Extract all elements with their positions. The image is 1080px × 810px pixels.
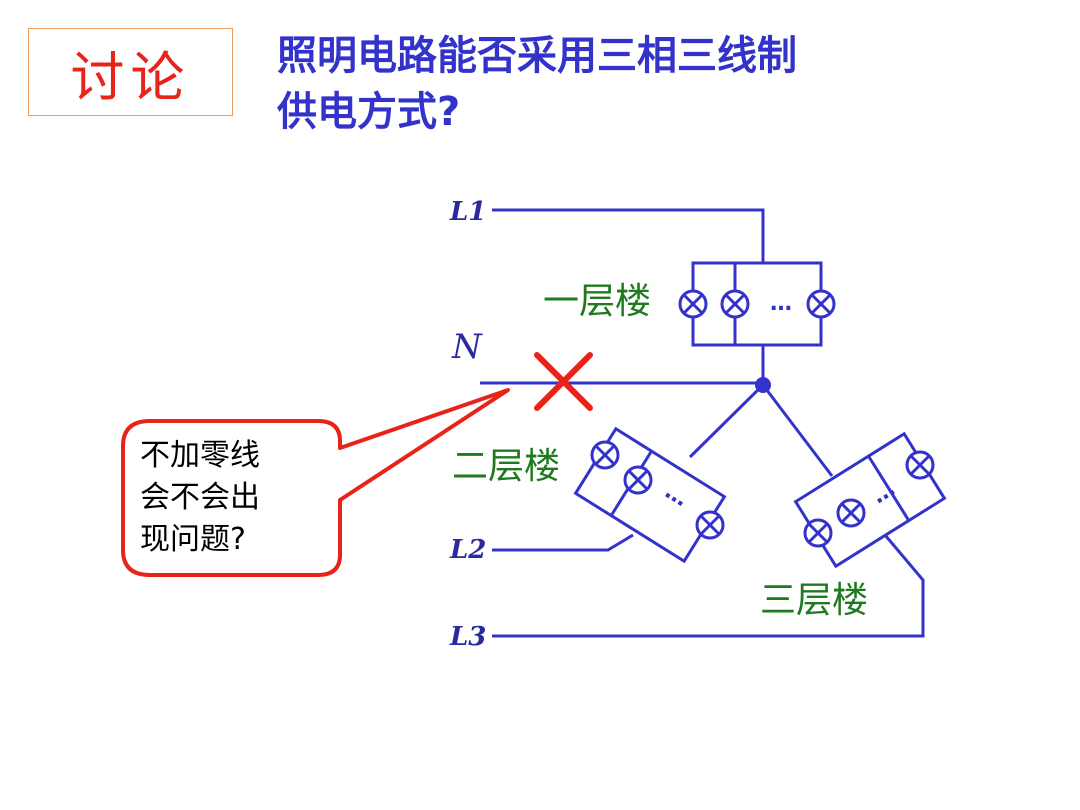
wire-to-floor2: [688, 383, 765, 459]
lamp-icon: [695, 510, 725, 540]
label-l1: L1: [449, 197, 486, 227]
lamp-icon: [720, 289, 750, 319]
lamp-icon: [623, 465, 653, 495]
question-line-1: 照明电路能否采用三相三线制: [277, 33, 797, 79]
label-n: N: [451, 327, 483, 367]
floor3-label: 三层楼: [760, 580, 868, 621]
cross-icon: [534, 352, 593, 411]
wire-l3: [492, 534, 925, 638]
lamp-icon: [836, 498, 866, 528]
floor3-ellipsis: …: [868, 476, 900, 509]
lamp-icon: [806, 289, 836, 319]
callout-line-2: 会不会出: [140, 480, 260, 515]
wire-l1: [492, 208, 765, 263]
floor1-ellipsis: …: [770, 291, 792, 316]
lamp-icon: [803, 518, 833, 548]
question-line-2: 供电方式?: [277, 89, 461, 135]
label-l3: L3: [449, 622, 486, 652]
callout-line-1: 不加零线: [140, 438, 260, 473]
wire-to-floor3: [761, 384, 834, 477]
callout-line-3: 现问题?: [140, 522, 246, 557]
neutral-junction: [755, 377, 771, 393]
lamp-icon: [590, 440, 620, 470]
label-l2: L2: [449, 535, 486, 565]
discussion-tag: 讨论: [28, 28, 233, 116]
floor2-ellipsis: …: [660, 479, 692, 512]
lamp-icon: [905, 450, 935, 480]
floor1-label: 一层楼: [543, 281, 651, 322]
floor1-lamp-group: [691, 261, 823, 347]
lamp-icon: [678, 289, 708, 319]
callout-bubble: [121, 388, 510, 577]
page-title: 照明电路能否采用三相三线制 供电方式?: [277, 28, 937, 140]
floor2-label: 二层楼: [452, 446, 560, 487]
wire-l2: [492, 533, 634, 552]
